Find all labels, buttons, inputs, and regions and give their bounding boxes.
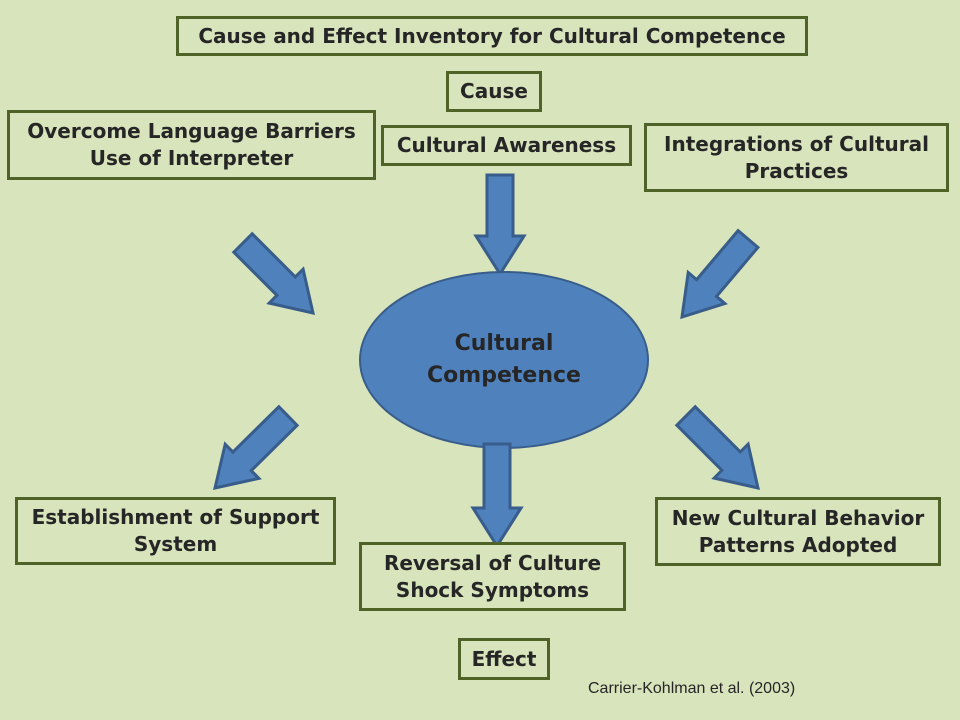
cause-box-integrations: Integrations of Cultural Practices [644, 123, 949, 192]
effect-support-line1: Establishment of Support [31, 505, 320, 529]
effect-behavior-line2: Patterns Adopted [698, 532, 898, 557]
arrow-center-to-reversal [470, 442, 524, 549]
effect-reversal-line1: Reversal of Culture [383, 550, 602, 575]
center-label-line2: Competence [427, 363, 581, 388]
cause-label-box: Cause [446, 71, 542, 112]
effect-label-box: Effect [458, 638, 550, 680]
effect-support-line2: System [133, 532, 218, 556]
effect-box-behavior: New Cultural Behavior Patterns Adopted [655, 497, 941, 566]
cause-integrations-line2: Practices [744, 158, 849, 183]
cause-box-language: Overcome Language Barriers Use of Interp… [7, 110, 376, 180]
cause-language-line2: Use of Interpreter [89, 146, 294, 170]
arrow-center-to-behavior [674, 404, 760, 490]
arrow-center-to-support [213, 404, 300, 490]
arrow-integrations-to-center [680, 228, 761, 320]
cause-integrations-line1: Integrations of Cultural [664, 131, 929, 156]
effect-box-support: Establishment of Support System [15, 497, 336, 565]
effect-behavior-line1: New Cultural Behavior [671, 505, 925, 530]
citation: Carrier-Kohlman et al. (2003) [588, 680, 796, 697]
cause-language-line1: Overcome Language Barriers [27, 119, 356, 143]
cause-awareness-line1: Cultural Awareness [396, 133, 617, 157]
center-label: Cultural Competence [360, 272, 648, 448]
diagram-title: Cause and Effect Inventory for Cultural … [198, 23, 786, 48]
center-label-line1: Cultural [454, 331, 554, 356]
effect-label: Effect [471, 646, 537, 671]
cause-label: Cause [460, 79, 528, 103]
arrow-language-to-center [231, 231, 315, 315]
arrow-awareness-to-center [473, 173, 527, 277]
effect-box-reversal: Reversal of Culture Shock Symptoms [359, 542, 626, 611]
cause-box-awareness: Cultural Awareness [381, 125, 632, 166]
effect-reversal-line2: Shock Symptoms [395, 577, 590, 602]
title-box: Cause and Effect Inventory for Cultural … [176, 16, 808, 56]
